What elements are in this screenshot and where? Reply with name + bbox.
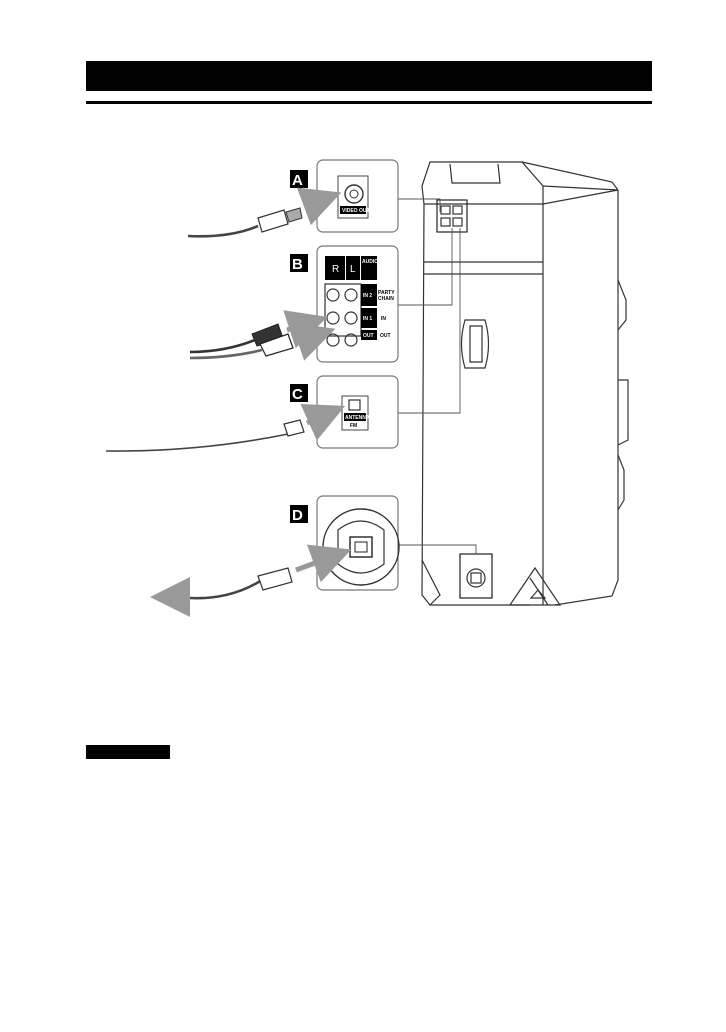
party-chain-line2: CHAIN [378,296,394,302]
callout-c: C ANTENNA FM [105,375,399,452]
callout-a-letter: A [292,172,303,189]
callout-d-arrow-icon [295,544,352,583]
callout-c-arrow-icon [300,404,346,441]
fm-antenna-wire [105,433,289,452]
title-rule [86,101,652,104]
video-jack-icon [344,184,364,204]
audio-cable-white [189,348,263,360]
in1-label: IN 1 [363,316,372,322]
callout-d-badge [290,505,308,523]
power-cord [189,578,263,600]
audio-cable-red [189,338,256,354]
channel-right-label: R [332,264,339,275]
channel-left-label: L [350,264,356,275]
in2-label: IN 2 [363,293,372,299]
callout-b: B R L AUDIO IN 2 PARTY CHAIN IN 1 IN OUT… [189,245,399,363]
power-plug-icon [257,567,293,591]
callout-a-jack-label: VIDEO OUT [342,208,370,214]
callout-a-badge [290,170,308,188]
callout-d-letter: D [292,507,303,524]
speaker-unit [421,161,629,606]
out-label-right: OUT [380,333,391,339]
callout-b-letter: B [292,256,303,273]
section-title-bar [86,61,652,91]
video-plug-icon [257,209,289,233]
audio-label: AUDIO [362,259,378,265]
callout-c-badge [290,384,308,402]
antenna-jack-icon [348,399,361,411]
callout-b-badge [290,254,308,272]
note-tag [86,745,170,759]
callout-b-arrow-icon-2 [291,322,336,361]
callout-a-arrow-icon [296,187,342,226]
callout-c-letter: C [292,386,303,403]
leader-lines [398,198,477,554]
callout-d: D [150,495,400,617]
callout-a: A VIDEO OUT [187,159,399,238]
out-label-left: OUT [363,333,374,339]
callout-c-jack-label-2: FM [350,423,357,429]
callout-c-jack-label-1: ANTENNA [345,415,370,421]
antenna-plug-icon [283,419,305,437]
in-label: IN [381,316,386,322]
party-chain-line1: PARTY [378,290,395,296]
video-cable [187,224,259,238]
callout-b-arrow-icon-1 [283,310,328,349]
